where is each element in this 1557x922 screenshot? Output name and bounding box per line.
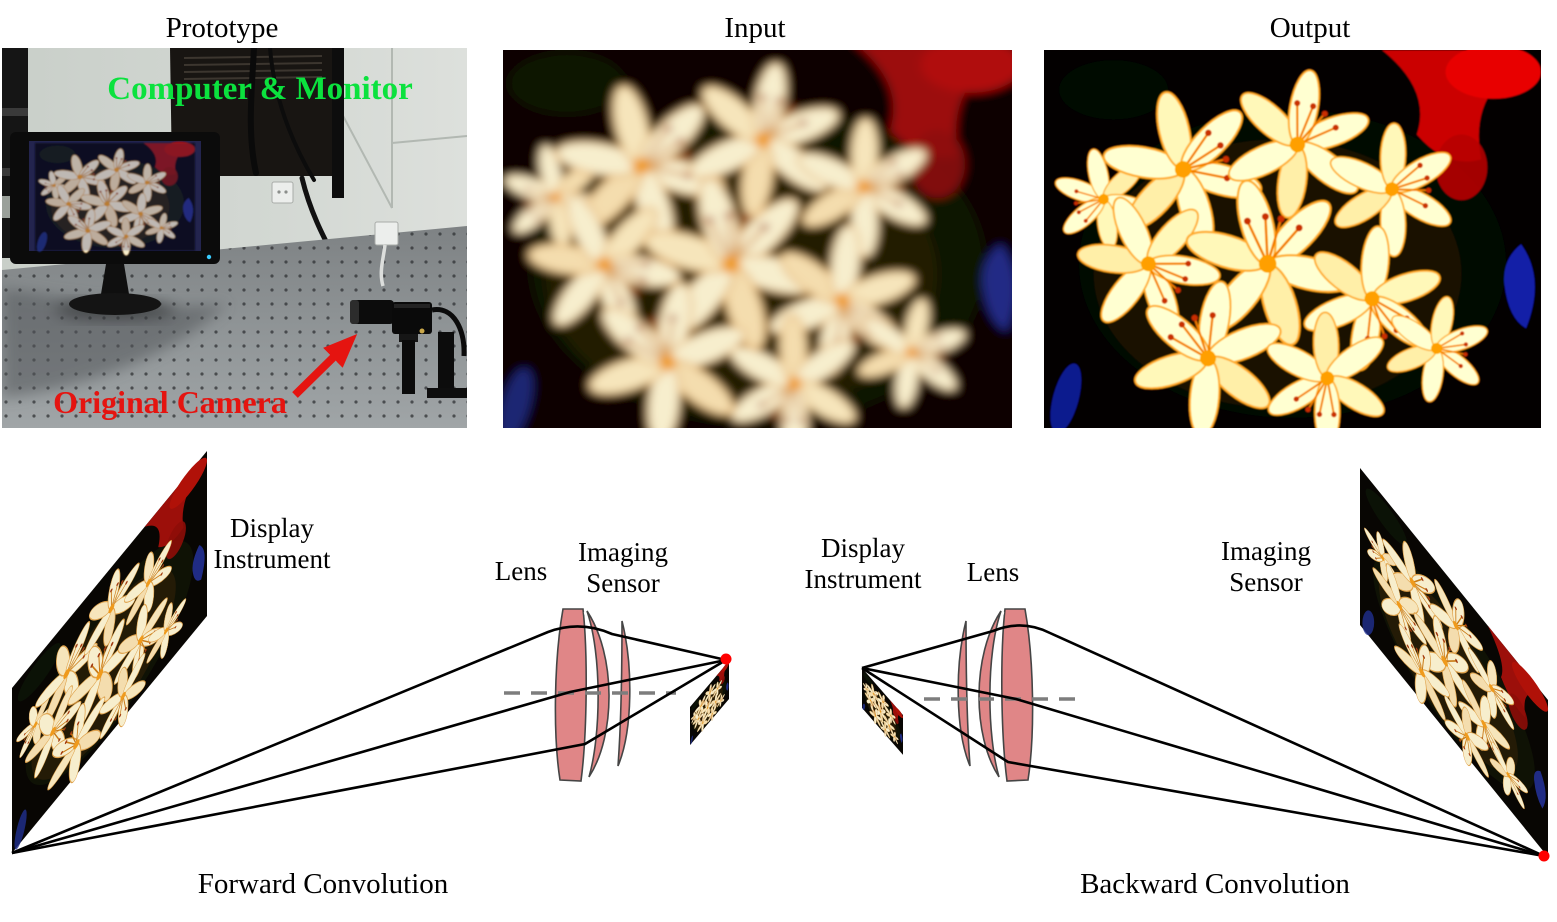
backward-display-label: Display Instrument xyxy=(804,533,922,594)
original-camera xyxy=(350,300,467,398)
forward-caption: Forward Convolution xyxy=(197,868,449,900)
forward-display-label: Display Instrument xyxy=(213,513,331,574)
computer-monitor-annotation: Computer & Monitor xyxy=(107,71,413,107)
backward-focus-dot xyxy=(1538,850,1550,862)
original-camera-annotation: Original Camera xyxy=(53,384,287,420)
input-image xyxy=(503,50,1012,428)
backward-sensor-image xyxy=(1358,464,1548,874)
forward-sensor-image xyxy=(690,661,729,750)
backward-caption: Backward Convolution xyxy=(1080,868,1350,900)
backward-rays xyxy=(861,624,1545,858)
input-title: Input xyxy=(724,12,786,44)
camera-arrow xyxy=(292,333,358,398)
wall-outlet xyxy=(271,181,399,287)
forward-sensor-label: Imaging Sensor xyxy=(578,537,668,598)
output-title: Output xyxy=(1269,12,1351,44)
forward-rays xyxy=(11,625,727,855)
prototype-photo xyxy=(2,48,467,428)
forward-focus-dot xyxy=(720,653,732,665)
forward-display-image xyxy=(10,449,207,873)
backward-sensor-label: Imaging Sensor xyxy=(1221,536,1311,597)
output-image xyxy=(1044,50,1541,428)
backward-lens-label: Lens xyxy=(966,557,1020,587)
forward-lens-label: Lens xyxy=(494,556,548,586)
monitor-screen-flowers xyxy=(33,142,195,262)
monitor xyxy=(10,132,220,320)
prototype-title: Prototype xyxy=(165,12,279,44)
